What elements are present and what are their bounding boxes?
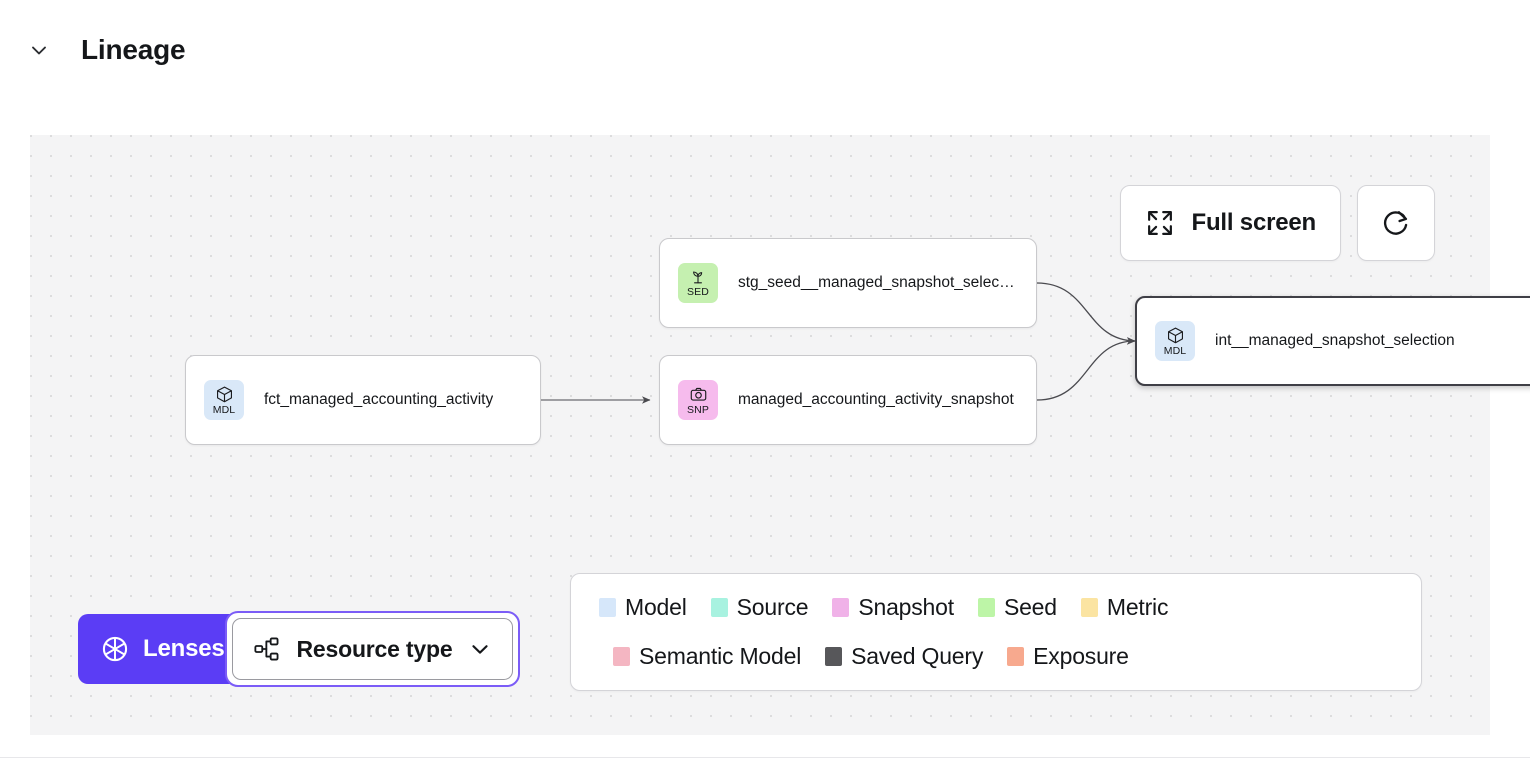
legend-swatch-model (599, 598, 616, 617)
section-collapse-toggle[interactable] (27, 38, 51, 62)
camera-icon (690, 387, 706, 401)
legend-item-exposure: Exposure (1007, 643, 1129, 670)
legend-label: Semantic Model (639, 643, 802, 669)
full-screen-button[interactable]: Full screen (1120, 185, 1341, 261)
edge-snapshot-to-int (1036, 337, 1136, 401)
cube-icon (216, 386, 232, 402)
chevron-down-icon (472, 645, 489, 654)
lineage-section-header: Lineage (0, 0, 1530, 100)
legend-swatch-semantic-model (613, 647, 630, 666)
node-badge-seed: SED (678, 263, 718, 303)
legend-item-saved-query: Saved Query (825, 643, 983, 670)
legend-label: Snapshot (858, 594, 954, 620)
legend-row-primary: Model Source Snapshot Seed Metric (599, 594, 1393, 621)
legend-label: Saved Query (851, 643, 984, 669)
node-badge-label: MDL (212, 403, 236, 416)
legend-row-secondary: Semantic Model Saved Query Exposure (599, 643, 1393, 670)
refresh-icon (1383, 211, 1408, 235)
cube-icon (1167, 327, 1183, 343)
legend-swatch-exposure (1007, 647, 1025, 666)
lineage-node-int-managed-snapshot-selection[interactable]: MDL int__managed_snapshot_selection (1135, 296, 1530, 386)
legend-swatch-seed (977, 598, 995, 617)
edge-seed-to-int (1036, 282, 1136, 345)
chevron-down-icon (32, 46, 46, 55)
legend-swatch-metric (1080, 598, 1098, 617)
node-label: fct_managed_accounting_activity (264, 391, 494, 408)
legend-item-snapshot: Snapshot (832, 594, 954, 621)
resource-type-label: Resource type (296, 635, 453, 662)
lineage-node-stg-seed-managed-snapshot-selection[interactable]: SED stg_seed__managed_snapshot_selecti..… (659, 238, 1037, 328)
legend-item-seed: Seed (977, 594, 1057, 621)
legend-item-model: Model (599, 594, 687, 621)
full-screen-label: Full screen (1191, 209, 1316, 236)
aperture-icon (102, 636, 128, 662)
lineage-graph-canvas[interactable]: MDL fct_managed_accounting_activity SED … (30, 135, 1530, 735)
node-badge-model: MDL (204, 380, 244, 420)
legend-item-source: Source (710, 594, 809, 621)
legend-item-semantic-model: Semantic Model (613, 643, 801, 670)
resource-type-dropdown[interactable]: Resource type (231, 618, 514, 680)
lenses-label: Lenses (143, 635, 225, 662)
legend-swatch-saved-query (825, 647, 843, 666)
lineage-node-managed-accounting-activity-snapshot[interactable]: SNP managed_accounting_activity_snapshot (659, 355, 1037, 445)
node-label: int__managed_snapshot_selection (1215, 332, 1455, 349)
legend-label: Seed (1003, 594, 1057, 620)
node-badge-label: MDL (1163, 344, 1187, 357)
legend-item-metric: Metric (1080, 594, 1169, 621)
page-bottom-divider (0, 757, 1530, 758)
legend-label: Exposure (1033, 643, 1129, 669)
lineage-legend: Model Source Snapshot Seed Metric S (570, 573, 1422, 691)
seedling-icon (693, 271, 703, 284)
canvas-toolbar: Full screen (1120, 185, 1435, 261)
legend-label: Model (625, 594, 687, 620)
legend-label: Metric (1106, 594, 1169, 620)
node-badge-model: MDL (1155, 321, 1195, 361)
expand-arrows-icon (1148, 211, 1173, 235)
lineage-node-fct-managed-accounting-activity[interactable]: MDL fct_managed_accounting_activity (185, 355, 541, 445)
refresh-button[interactable] (1357, 185, 1435, 261)
legend-swatch-snapshot (832, 598, 850, 617)
legend-swatch-source (710, 598, 728, 617)
node-label: stg_seed__managed_snapshot_selecti... (738, 274, 1018, 291)
node-badge-snapshot: SNP (678, 380, 718, 420)
node-badge-label: SNP (687, 403, 709, 416)
lineage-bottom-controls: Lenses Resource type (78, 611, 521, 687)
resource-type-focus-ring: Resource type (224, 611, 521, 687)
legend-label: Source (736, 594, 809, 620)
lenses-button[interactable]: Lenses (78, 614, 247, 684)
page-title: Lineage (81, 34, 186, 65)
hierarchy-icon (253, 637, 278, 661)
node-label: managed_accounting_activity_snapshot (738, 391, 1014, 408)
node-badge-label: SED (687, 286, 709, 298)
